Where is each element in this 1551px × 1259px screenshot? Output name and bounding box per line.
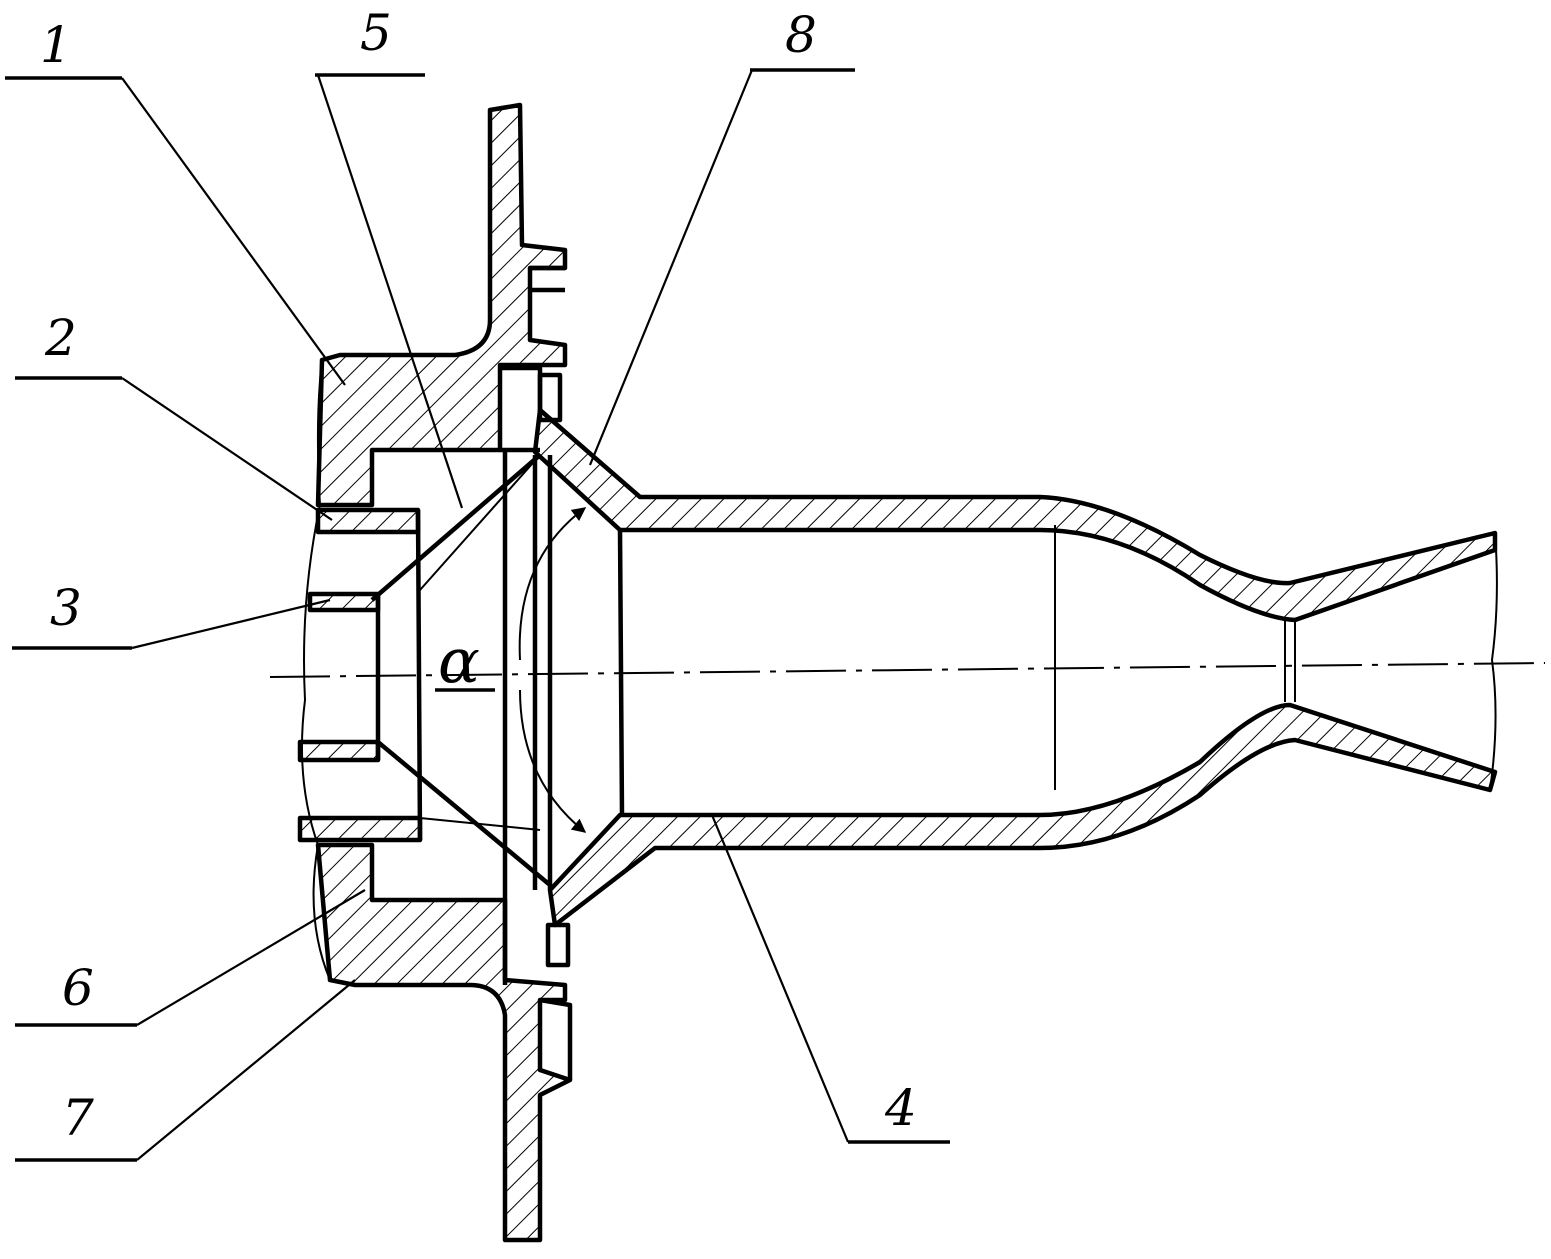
label-1: 1 [5,16,346,386]
label-8: 8 [588,6,855,466]
flange-recess-upper [530,265,565,293]
part2-wall-upper [315,507,421,535]
svg-text:8: 8 [785,6,817,64]
cone-line-2-upper [419,454,541,591]
nozzle-exit-break [1489,532,1498,791]
flange-recess-lower [539,997,573,1080]
svg-text:4: 4 [884,1079,917,1137]
label-2: 2 [15,309,333,521]
svg-text:5: 5 [360,4,392,62]
label-4: 4 [710,814,950,1144]
nozzle-wall-lower [547,702,1498,928]
part2-wall-lower [297,815,423,843]
chamber-inlet-edge [617,529,625,816]
cone-line-upper [370,453,542,602]
angle-alpha-label: α [438,624,480,697]
label-3: 3 [12,579,331,650]
svg-text:2: 2 [44,309,77,367]
cone-line-lower [376,740,552,887]
svg-text:7: 7 [62,1089,94,1147]
break-line [300,359,331,981]
housing-upper [315,102,568,508]
insert-plate [500,365,553,985]
housing-lower [315,842,573,1243]
label-6: 6 [15,889,366,1027]
svg-text:3: 3 [50,579,82,637]
seal-lower [545,922,571,968]
svg-text:6: 6 [62,959,94,1017]
label-7: 7 [15,979,356,1162]
center-axis-line [269,662,1546,678]
svg-text:1: 1 [40,16,72,74]
label-5: 5 [315,4,464,509]
angle-arc [518,507,587,661]
nozzle-wall-upper [532,407,1498,623]
part3-wall-lower [297,739,381,763]
cone-line-2-lower [419,817,541,831]
part2-end [415,509,423,841]
angle-arc-lower [519,689,587,833]
